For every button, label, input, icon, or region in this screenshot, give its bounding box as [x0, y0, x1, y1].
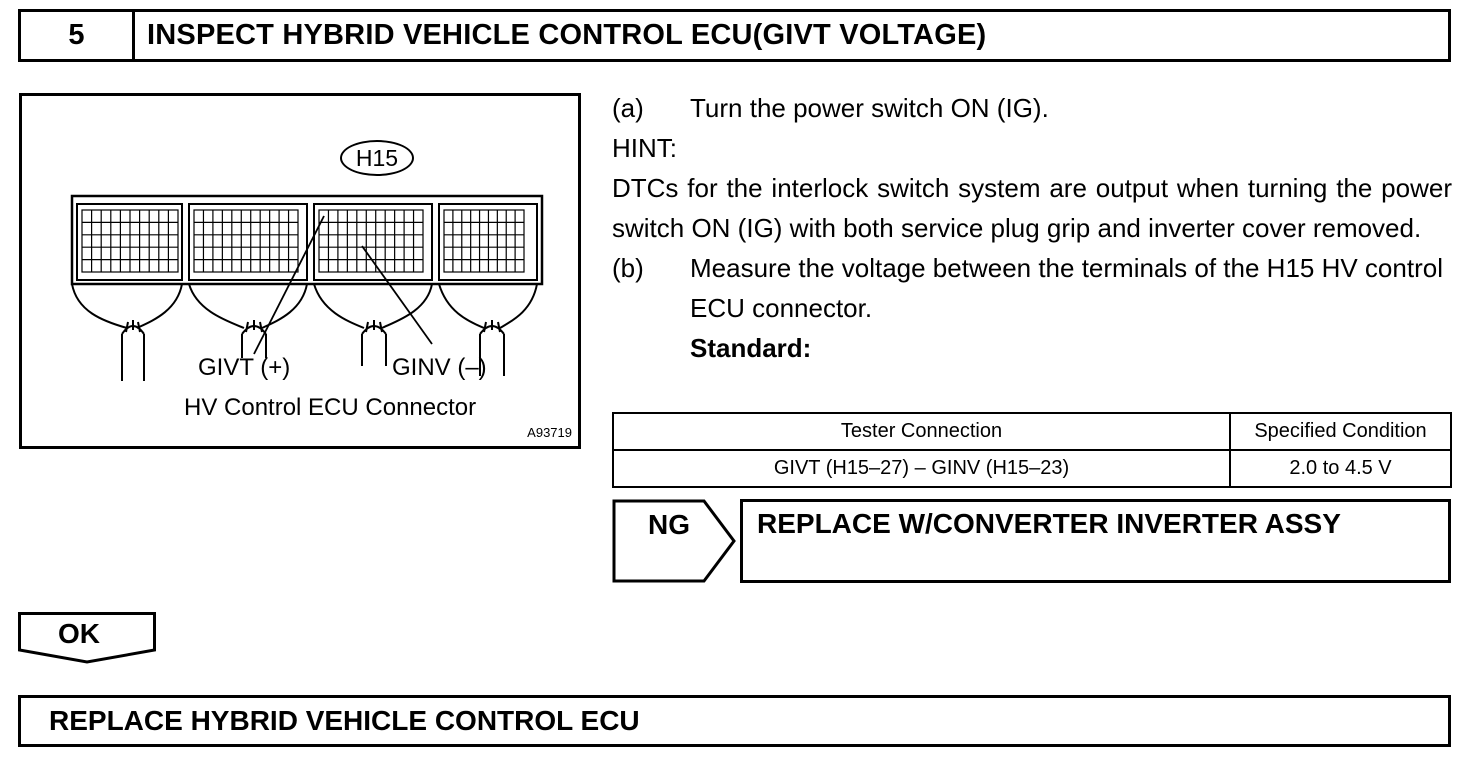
spec-header-tester: Tester Connection	[612, 412, 1231, 451]
ng-arrow-shape	[612, 499, 736, 583]
spec-table: Tester Connection Specified Condition GI…	[612, 412, 1452, 488]
ok-label: OK	[58, 618, 100, 649]
ok-arrow-shape	[18, 612, 156, 664]
step-header: 5 INSPECT HYBRID VEHICLE CONTROL ECU(GIV…	[18, 9, 1451, 62]
terminal-plus-label: GIVT (+)	[198, 354, 291, 381]
instructions: (a) Turn the power switch ON (IG). HINT:…	[612, 88, 1452, 368]
instruction-a: (a) Turn the power switch ON (IG).	[612, 88, 1452, 128]
spec-cell-condition: 2.0 to 4.5 V	[1229, 449, 1452, 488]
instruction-b-text: Measure the voltage between the terminal…	[690, 253, 1443, 323]
hint-text: DTCs for the interlock switch system are…	[612, 173, 1452, 243]
figure-caption: HV Control ECU Connector	[184, 394, 477, 421]
hint-label: HINT:	[612, 133, 677, 163]
ok-action-box: REPLACE HYBRID VEHICLE CONTROL ECU	[18, 695, 1451, 747]
ng-branch-tag: NG	[612, 499, 737, 583]
spec-header-condition: Specified Condition	[1229, 412, 1452, 451]
spec-cell-connection: GIVT (H15–27) – GINV (H15–23)	[612, 449, 1231, 488]
figure-code: A93719	[527, 425, 572, 440]
connector-id-label: H15	[340, 140, 414, 176]
step-title: INSPECT HYBRID VEHICLE CONTROL ECU(GIVT …	[147, 19, 987, 51]
instruction-b: (b) Measure the voltage between the term…	[612, 248, 1452, 328]
instruction-a-text: Turn the power switch ON (IG).	[690, 93, 1049, 123]
standard-label: Standard:	[690, 333, 812, 363]
connector-diagram	[70, 194, 544, 381]
terminal-minus-label: GINV (–)	[392, 354, 487, 381]
connector-figure: H15 GIVT (+) GINV (–) HV Control ECU Con…	[19, 93, 581, 449]
spec-table-header: Tester Connection Specified Condition	[612, 412, 1452, 451]
instruction-a-marker: (a)	[612, 93, 644, 123]
ok-branch-tag: OK	[18, 612, 156, 664]
table-row: GIVT (H15–27) – GINV (H15–23) 2.0 to 4.5…	[612, 449, 1452, 488]
ng-label: NG	[648, 509, 690, 540]
instruction-b-marker: (b)	[612, 253, 644, 283]
step-number: 5	[21, 12, 135, 59]
ng-action-box: REPLACE W/CONVERTER INVERTER ASSY	[740, 499, 1451, 583]
